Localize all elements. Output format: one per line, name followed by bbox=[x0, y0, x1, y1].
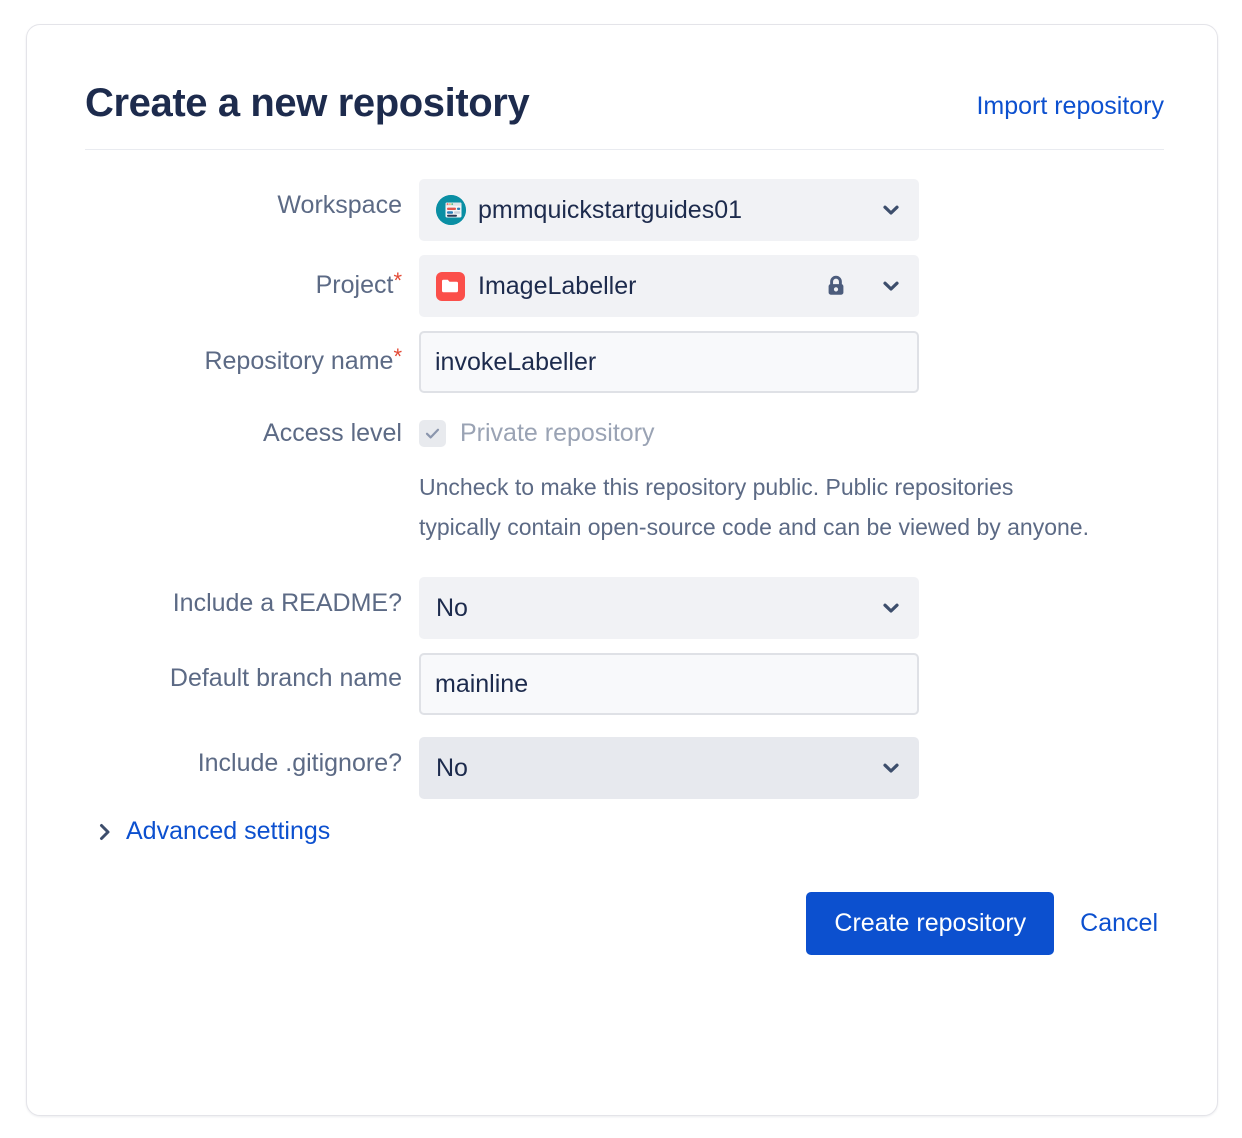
field-row-workspace: Workspace bbox=[85, 179, 1187, 241]
lock-icon bbox=[823, 273, 849, 299]
workspace-select[interactable]: pmmquickstartguides01 bbox=[419, 179, 919, 241]
access-level-help-text: Uncheck to make this repository public. … bbox=[419, 474, 1089, 540]
workspace-avatar-icon bbox=[436, 195, 466, 225]
workspace-label: Workspace bbox=[277, 191, 402, 219]
field-row-repository-name: Repository name* bbox=[85, 331, 1187, 393]
chevron-down-icon bbox=[880, 275, 902, 297]
import-repository-link[interactable]: Import repository bbox=[976, 92, 1164, 120]
project-required-marker: * bbox=[393, 268, 402, 293]
create-repository-card: Create a new repository Import repositor… bbox=[26, 24, 1218, 1116]
folder-icon bbox=[436, 271, 465, 301]
project-value: ImageLabeller bbox=[478, 271, 637, 300]
field-row-include-readme: Include a README? No bbox=[85, 577, 1187, 639]
repository-name-input[interactable] bbox=[419, 331, 919, 393]
chevron-down-icon bbox=[880, 757, 902, 779]
access-level-label: Access level bbox=[263, 419, 402, 447]
cancel-button[interactable]: Cancel bbox=[1074, 909, 1164, 938]
create-repository-button[interactable]: Create repository bbox=[806, 892, 1055, 955]
project-label: Project* bbox=[85, 255, 419, 300]
repository-name-label-text: Repository name bbox=[204, 347, 394, 375]
field-row-default-branch: Default branch name bbox=[85, 653, 1187, 715]
field-row-include-gitignore: Include .gitignore? No bbox=[85, 737, 1187, 799]
project-select[interactable]: ImageLabeller bbox=[419, 255, 919, 317]
include-readme-label: Include a README? bbox=[172, 589, 402, 617]
workspace-value: pmmquickstartguides01 bbox=[478, 195, 743, 224]
advanced-settings-toggle[interactable]: Advanced settings bbox=[97, 817, 330, 846]
include-gitignore-label: Include .gitignore? bbox=[197, 749, 402, 777]
include-gitignore-select[interactable]: No bbox=[419, 737, 919, 799]
card-header: Create a new repository Import repositor… bbox=[85, 83, 1164, 150]
field-row-project: Project* ImageLabeller bbox=[85, 255, 1187, 317]
include-readme-select[interactable]: No bbox=[419, 577, 919, 639]
include-gitignore-value: No bbox=[436, 753, 468, 782]
form-actions: Create repository Cancel bbox=[85, 892, 1164, 955]
default-branch-label: Default branch name bbox=[169, 664, 402, 692]
chevron-down-icon bbox=[880, 597, 902, 619]
chevron-right-icon bbox=[97, 821, 113, 843]
private-repository-label: Private repository bbox=[460, 418, 655, 447]
repository-name-required-marker: * bbox=[393, 344, 402, 369]
chevron-down-icon bbox=[880, 199, 902, 221]
include-readme-value: No bbox=[436, 593, 468, 622]
page-title: Create a new repository bbox=[85, 81, 530, 125]
default-branch-input[interactable] bbox=[419, 653, 919, 715]
check-icon bbox=[425, 428, 440, 438]
project-label-text: Project bbox=[315, 271, 394, 299]
repository-form: Workspace bbox=[85, 179, 1187, 846]
repository-name-label: Repository name* bbox=[85, 331, 419, 376]
advanced-settings-label: Advanced settings bbox=[126, 817, 331, 845]
field-row-access-level: Access level Private repository Uncheck … bbox=[85, 407, 1187, 547]
private-repository-checkbox-row[interactable]: Private repository bbox=[419, 407, 1187, 459]
private-repository-checkbox[interactable] bbox=[419, 419, 446, 447]
